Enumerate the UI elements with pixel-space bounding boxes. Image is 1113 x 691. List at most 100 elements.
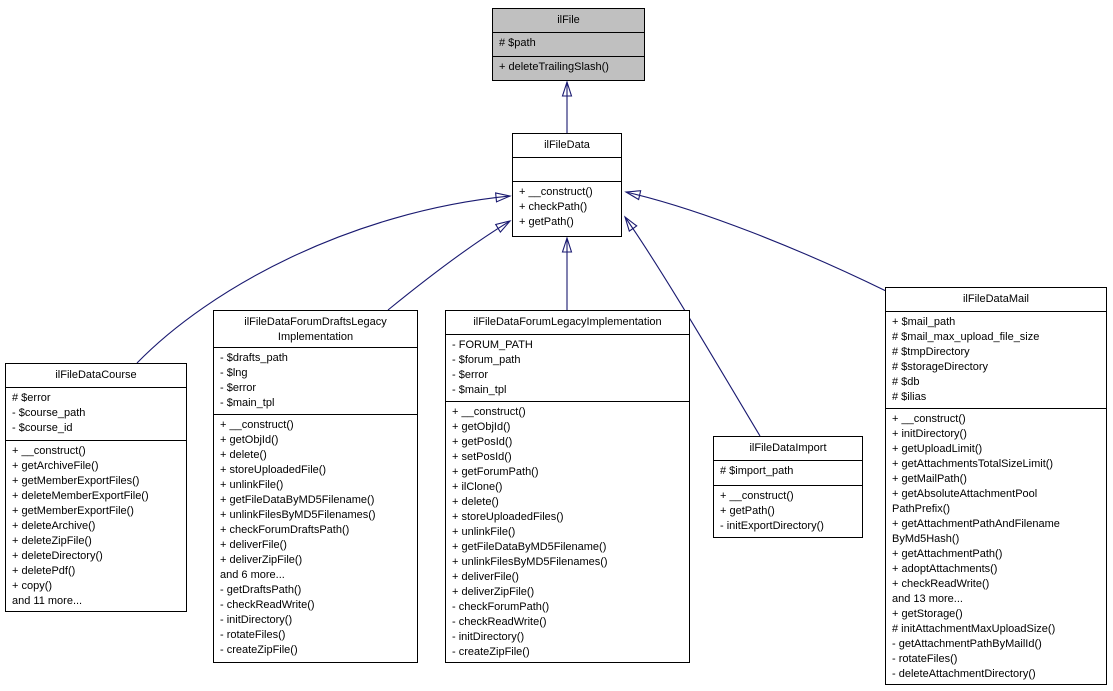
member-line: + deleteDirectory() [12, 550, 103, 562]
class-methods: + __construct()+ initDirectory()+ getUpl… [886, 409, 1106, 684]
class-attributes: # $import_path [714, 461, 862, 486]
class-attributes: + $mail_path # $mail_max_upload_file_size… [886, 312, 1106, 409]
member-line: + getPath() [519, 216, 574, 228]
member-line: - getDraftsPath() [220, 584, 302, 596]
member-line: + ilClone() [452, 481, 503, 493]
member-line: # initAttachmentMaxUploadSize() [892, 623, 1056, 635]
member-line: + getMemberExportFile() [12, 505, 134, 517]
member-line: - checkReadWrite() [220, 599, 315, 611]
member-line: + deletePdf() [12, 565, 76, 577]
member-line: # $storageDirectory [892, 361, 988, 373]
member-line: + deliverZipFile() [220, 554, 303, 566]
member-line: + getPosId() [452, 436, 513, 448]
member-line: + setPosId() [452, 451, 512, 463]
member-line: - FORUM_PATH [452, 339, 533, 351]
member-line: - $lng [220, 367, 248, 379]
member-line: + delete() [220, 449, 267, 461]
class-attributes: - FORUM_PATH - $forum_path - $error - $main… [446, 335, 689, 402]
class-attributes: # $error- $course_path- $course_id [6, 388, 186, 441]
member-line: + storeUploadedFile() [220, 464, 327, 476]
member-line: and 6 more... [220, 569, 285, 581]
class-attributes [513, 158, 621, 182]
member-line: + unlinkFile() [220, 479, 284, 491]
member-line: - getAttachmentPathByMailId() [892, 638, 1042, 650]
member-line: + delete() [452, 496, 499, 508]
edge-ilFileDataForumDraftsLegacyImplementation-to-ilFileData [387, 220, 512, 311]
member-line: # $mail_max_upload_file_size [892, 331, 1040, 343]
member-line: + deleteArchive() [12, 520, 96, 532]
class-title[interactable]: ilFileData [513, 134, 621, 158]
member-line: - $main_tpl [452, 384, 507, 396]
member-line: + checkReadWrite() [892, 578, 990, 590]
member-line: + __construct() [519, 186, 593, 198]
member-line: + checkForumDraftsPath() [220, 524, 350, 536]
member-line: + unlinkFile() [452, 526, 516, 538]
member-line: + getAttachmentPathAndFilename ByMd5Hash… [892, 518, 1060, 545]
class-node-ilFileDataImport[interactable]: ilFileDataImport # $import_path + __cons… [713, 436, 863, 538]
member-line: + getMemberExportFiles() [12, 475, 140, 487]
member-line: - createZipFile() [220, 644, 298, 656]
member-line: + __construct() [220, 419, 294, 431]
class-title[interactable]: ilFileDataForumLegacyImplementation [446, 311, 689, 335]
class-methods: + __construct() + getObjId() + getPosId() +… [446, 402, 689, 662]
class-node-ilFileDataCourse[interactable]: ilFileDataCourse # $error- $course_path-… [5, 363, 187, 612]
member-line: + getAbsoluteAttachmentPool PathPrefix() [892, 488, 1038, 515]
member-line: - deleteAttachmentDirectory() [892, 668, 1036, 680]
member-line: # $error [12, 392, 51, 404]
member-line: + getObjId() [220, 434, 279, 446]
member-line: + getStorage() [892, 608, 963, 620]
member-line: - initDirectory() [452, 631, 525, 643]
member-line: + deleteZipFile() [12, 535, 92, 547]
member-line: - checkForumPath() [452, 601, 550, 613]
member-line: + __construct() [452, 406, 526, 418]
class-methods: + deleteTrailingSlash() [493, 57, 644, 80]
class-methods: + __construct() + checkPath() + getPath() [513, 182, 621, 236]
class-title[interactable]: ilFileDataImport [714, 437, 862, 461]
class-title[interactable]: ilFileDataMail [886, 288, 1106, 312]
member-line: - $forum_path [452, 354, 521, 366]
class-node-ilFileDataMail[interactable]: ilFileDataMail + $mail_path # $mail_max_u… [885, 287, 1107, 685]
member-line: + adoptAttachments() [892, 563, 998, 575]
class-methods: + __construct() + getObjId() + delete() + s… [214, 415, 417, 662]
class-node-ilFileDataForumDraftsLegacyImplementation[interactable]: ilFileDataForumDraftsLegacy Implementati… [213, 310, 418, 663]
class-title[interactable]: ilFile [493, 9, 644, 33]
class-title[interactable]: ilFileDataCourse [6, 364, 186, 388]
member-line: + deleteMemberExportFile() [12, 490, 149, 502]
class-node-ilFileData[interactable]: ilFileData + __construct()+ checkPath()+… [512, 133, 622, 237]
member-line: + getAttachmentPath() [892, 548, 1003, 560]
member-line: - $course_path [12, 407, 86, 419]
member-line: + getFileDataByMD5Filename() [452, 541, 607, 553]
class-title[interactable]: ilFileDataForumDraftsLegacy Implementati… [214, 311, 417, 348]
class-methods: + __construct()+ getArchiveFile()+ getMe… [6, 441, 186, 611]
class-attributes: - $drafts_path - $lng - $error - $main_tpl [214, 348, 417, 415]
member-line: + getObjId() [452, 421, 511, 433]
member-line: - $drafts_path [220, 352, 288, 364]
member-line: + getFileDataByMD5Filename() [220, 494, 375, 506]
edge-ilFileDataMail-to-ilFileData [624, 190, 887, 292]
member-line: - $main_tpl [220, 397, 275, 409]
member-line: - rotateFiles() [220, 629, 286, 641]
member-line: + getAttachmentsTotalSizeLimit() [892, 458, 1054, 470]
class-attributes: # $path [493, 33, 644, 57]
member-line: + initDirectory() [892, 428, 967, 440]
member-line: + deliverZipFile() [452, 586, 535, 598]
member-line: - $error [452, 369, 489, 381]
member-line: - $error [220, 382, 257, 394]
member-line: # $db [892, 376, 920, 388]
member-line: + $mail_path [892, 316, 956, 328]
member-line: # $path [499, 37, 536, 49]
class-node-ilFile[interactable]: ilFile # $path + deleteTrailingSlash() [492, 8, 645, 81]
member-line: + unlinkFilesByMD5Filenames() [220, 509, 376, 521]
member-line: # $tmpDirectory [892, 346, 970, 358]
member-line: + checkPath() [519, 201, 588, 213]
member-line: - rotateFiles() [892, 653, 958, 665]
class-node-ilFileDataForumLegacyImplementation[interactable]: ilFileDataForumLegacyImplementation - FO… [445, 310, 690, 663]
member-line: - initExportDirectory() [720, 520, 824, 532]
member-line: + getMailPath() [892, 473, 967, 485]
member-line: - createZipFile() [452, 646, 530, 658]
member-line: # $import_path [720, 465, 794, 477]
member-line: + getPath() [720, 505, 775, 517]
member-line: + unlinkFilesByMD5Filenames() [452, 556, 608, 568]
member-line: + __construct() [892, 413, 966, 425]
